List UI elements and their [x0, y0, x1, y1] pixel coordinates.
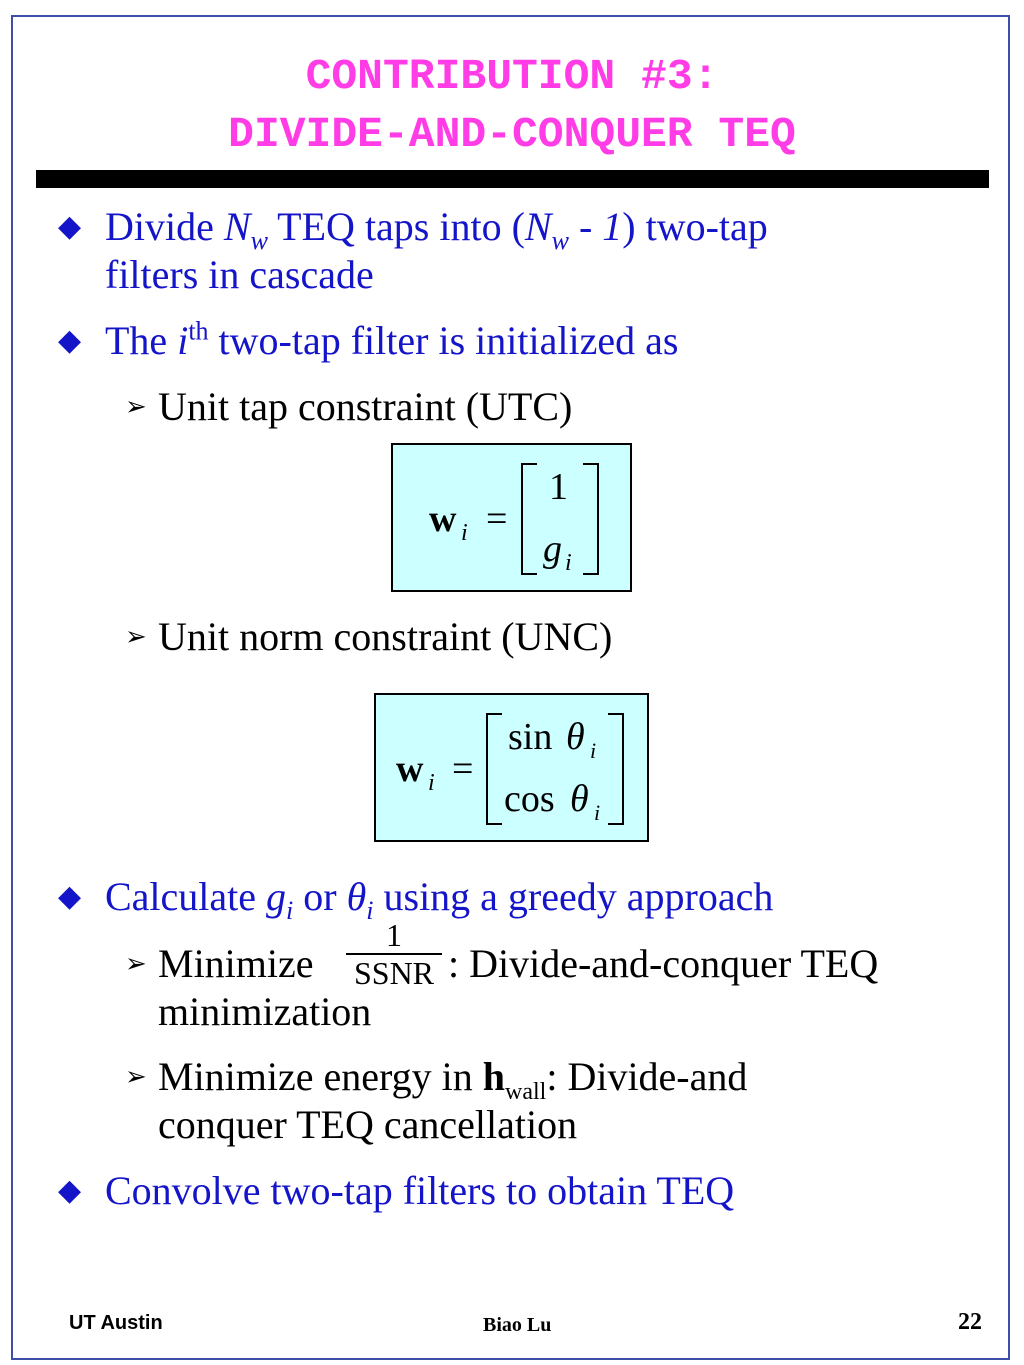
- title-line-1: CONTRIBUTION #3:: [305, 52, 719, 101]
- min2-post: : Divide-and: [546, 1054, 748, 1099]
- eq2-equals: =: [452, 748, 474, 790]
- eq1-bot: g: [543, 528, 562, 570]
- b1-text-3: -: [568, 204, 603, 249]
- sub-min1-post: : Divide-and-conquer TEQ: [448, 941, 879, 986]
- eq2-top-var: θ: [566, 716, 585, 758]
- arrowhead-bullet-icon: ➢: [125, 392, 147, 422]
- eq1-bot-sub: i: [565, 550, 572, 576]
- b2-th: th: [188, 316, 209, 346]
- equation-unc-box: w i = sin θ i cos θ i: [374, 693, 649, 842]
- sub-unc: Unit norm constraint (UNC): [158, 614, 613, 659]
- eq2-bot-var: θ: [570, 778, 589, 820]
- b3-theta: θ: [346, 874, 367, 919]
- diamond-bullet-icon: ◆: [58, 879, 82, 914]
- arrowhead-bullet-icon: ➢: [125, 622, 147, 652]
- b2-i: i: [177, 318, 189, 363]
- title-line-2: DIVIDE-AND-CONQUER TEQ: [228, 110, 796, 159]
- equation-utc-box: w i = 1 g i: [391, 443, 632, 592]
- eq1-equals: =: [486, 498, 508, 540]
- eq2-left-bracket: [486, 713, 502, 825]
- sub-utc: Unit tap constraint (UTC): [158, 384, 573, 429]
- eq1-right-bracket: [583, 463, 599, 575]
- arrowhead-bullet-icon: ➢: [125, 1062, 147, 1092]
- bullet-1-line-1: Divide Nw TEQ taps into (Nw - 1) two-tap: [105, 203, 768, 254]
- arrowhead-bullet-icon: ➢: [125, 949, 147, 979]
- b3-text-3: using a greedy approach: [373, 874, 774, 919]
- sub-min1-line2: minimization: [158, 989, 372, 1034]
- b3-theta-sub: i: [366, 896, 374, 925]
- slide-frame: [11, 15, 1010, 1360]
- eq1-w: w: [429, 498, 457, 540]
- b1-nw2-sub: w: [551, 226, 569, 255]
- fraction-1-over-ssnr: 1 SSNR: [346, 917, 442, 991]
- b1-text-2: TEQ taps into (: [267, 204, 525, 249]
- diamond-bullet-icon: ◆: [58, 209, 82, 244]
- eq2-top-sub: i: [590, 738, 597, 763]
- b1-text-1: Divide: [105, 204, 224, 249]
- sub-min1-pre: Minimize: [158, 941, 314, 986]
- b1-one: 1: [602, 204, 623, 249]
- bullet-3: Calculate gi or θi using a greedy approa…: [105, 873, 774, 924]
- min2-h-sub: wall: [505, 1079, 547, 1105]
- slide-title: CONTRIBUTION #3: DIVIDE-AND-CONQUER TEQ: [0, 48, 1024, 164]
- eq2-bot-fn: cos: [504, 778, 555, 820]
- diamond-bullet-icon: ◆: [58, 1173, 82, 1208]
- footer-left: UT Austin: [69, 1312, 163, 1334]
- b3-g: g: [266, 874, 287, 919]
- diamond-bullet-icon: ◆: [58, 323, 82, 358]
- b1-nw: N: [223, 204, 251, 249]
- footer-center: Biao Lu: [483, 1314, 552, 1336]
- b3-text-1: Calculate: [105, 874, 267, 919]
- eq2-w: w: [396, 748, 424, 790]
- frac-den: SSNR: [346, 953, 442, 991]
- bullet-4: Convolve two-tap filters to obtain TEQ: [105, 1168, 735, 1213]
- b3-g-sub: i: [286, 896, 294, 925]
- bullet-1-line-2: filters in cascade: [105, 252, 374, 297]
- eq1-w-sub: i: [461, 520, 468, 546]
- b1-nw2: N: [524, 204, 552, 249]
- sub-min2-line2: conquer TEQ cancellation: [158, 1102, 578, 1147]
- page-number: 22: [958, 1309, 982, 1335]
- min2-h: h: [482, 1054, 505, 1099]
- min2-pre: Minimize energy in: [158, 1054, 483, 1099]
- eq2-w-sub: i: [428, 770, 435, 796]
- b2-text-2: two-tap filter is initialized as: [208, 318, 679, 363]
- b3-text-2: or: [293, 874, 347, 919]
- title-rule: [36, 170, 989, 188]
- eq1-left-bracket: [521, 463, 537, 575]
- b1-text-4: ) two-tap: [622, 204, 768, 249]
- eq2-top-fn: sin: [508, 716, 553, 758]
- b1-nw-sub: w: [250, 226, 268, 255]
- bullet-2: The ith two-tap filter is initialized as: [105, 317, 678, 365]
- eq2-bot-sub: i: [594, 800, 601, 825]
- frac-num: 1: [386, 917, 402, 953]
- sub-min2: Minimize energy in hwall: Divide-and: [158, 1053, 748, 1104]
- eq1-top: 1: [549, 466, 568, 508]
- b2-text-1: The: [105, 318, 178, 363]
- eq2-right-bracket: [608, 713, 624, 825]
